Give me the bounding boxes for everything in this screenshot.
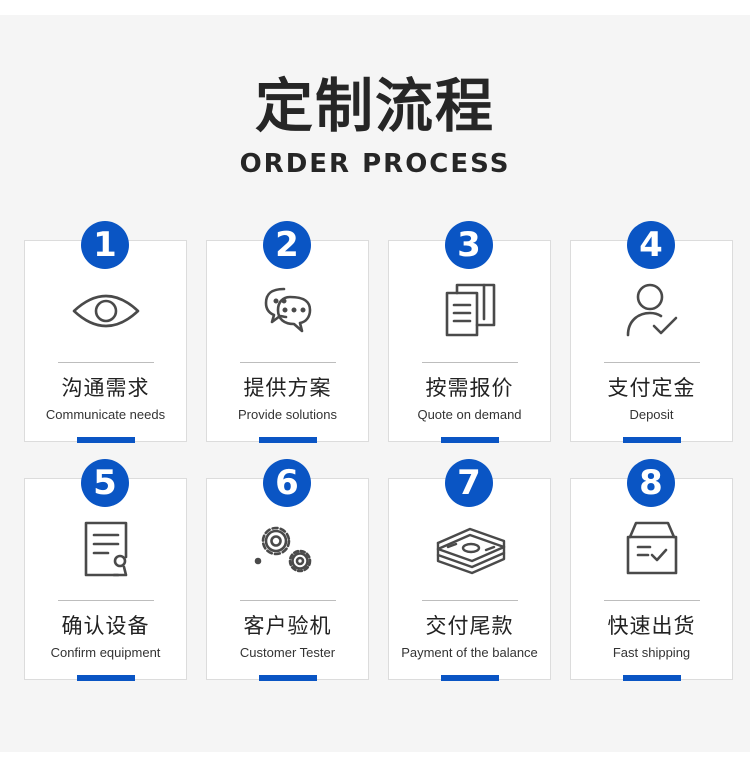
card-divider — [240, 600, 336, 601]
step-label-cn: 交付尾款 — [425, 614, 514, 638]
card-accent-bar — [259, 675, 317, 681]
step-number-badge: 4 — [627, 221, 675, 269]
card-accent-bar — [623, 675, 681, 681]
step-label-en: Fast shipping — [612, 645, 691, 660]
step-card-7: 7 交付尾款 Payment of the balance — [388, 459, 551, 681]
step-number-badge: 1 — [81, 221, 129, 269]
card-accent-bar — [77, 675, 135, 681]
card-accent-bar — [77, 437, 135, 443]
card-divider — [604, 362, 700, 363]
step-card-1: 1 沟通需求 Communicate needs — [24, 221, 187, 443]
card-divider — [422, 362, 518, 363]
step-card-3: 3 按需报价 Quote on demand — [388, 221, 551, 443]
step-label-en: Confirm equipment — [50, 645, 161, 660]
card-divider — [58, 362, 154, 363]
step-number-badge: 2 — [263, 221, 311, 269]
step-label-cn: 沟通需求 — [61, 376, 150, 400]
step-card-2: 2 提供方案 Provide solutions — [206, 221, 369, 443]
step-card-5: 5 确认设备 Confirm equipment — [24, 459, 187, 681]
step-number-badge: 6 — [263, 459, 311, 507]
step-number-badge: 3 — [445, 221, 493, 269]
step-number-badge: 5 — [81, 459, 129, 507]
step-label-en: Communicate needs — [45, 407, 166, 422]
step-card-6: 6 客户验机 Customer Tester — [206, 459, 369, 681]
step-label-cn: 快速出货 — [607, 614, 696, 638]
step-label-cn: 提供方案 — [243, 376, 332, 400]
step-label-cn: 支付定金 — [607, 376, 696, 400]
certificate-icon — [62, 517, 150, 581]
page-title: 定制流程 — [254, 72, 495, 140]
gears-icon — [244, 517, 332, 581]
eye-icon — [62, 279, 150, 343]
cash-stack-icon — [426, 517, 514, 581]
step-number-badge: 8 — [627, 459, 675, 507]
step-label-cn: 按需报价 — [425, 376, 514, 400]
card-divider — [422, 600, 518, 601]
step-label-en: Provide solutions — [238, 407, 337, 422]
step-label-cn: 确认设备 — [61, 614, 150, 638]
step-number-badge: 7 — [445, 459, 493, 507]
card-accent-bar — [259, 437, 317, 443]
step-card-8: 8 快速出货 Fast shipping — [570, 459, 733, 681]
documents-icon — [426, 279, 514, 343]
card-divider — [58, 600, 154, 601]
card-divider — [604, 600, 700, 601]
card-divider — [240, 362, 336, 363]
card-accent-bar — [441, 437, 499, 443]
step-label-cn: 客户验机 — [243, 614, 332, 638]
step-card-4: 4 支付定金 Deposit — [570, 221, 733, 443]
chat-bubbles-icon — [244, 279, 332, 343]
box-check-icon — [608, 517, 696, 581]
step-label-en: Payment of the balance — [401, 645, 538, 660]
step-label-en: Customer Tester — [239, 645, 336, 660]
user-check-icon — [608, 279, 696, 343]
card-accent-bar — [623, 437, 681, 443]
step-label-en: Deposit — [629, 407, 674, 422]
page-subtitle: ORDER PROCESS — [239, 149, 511, 179]
step-label-en: Quote on demand — [417, 407, 522, 422]
card-accent-bar — [441, 675, 499, 681]
